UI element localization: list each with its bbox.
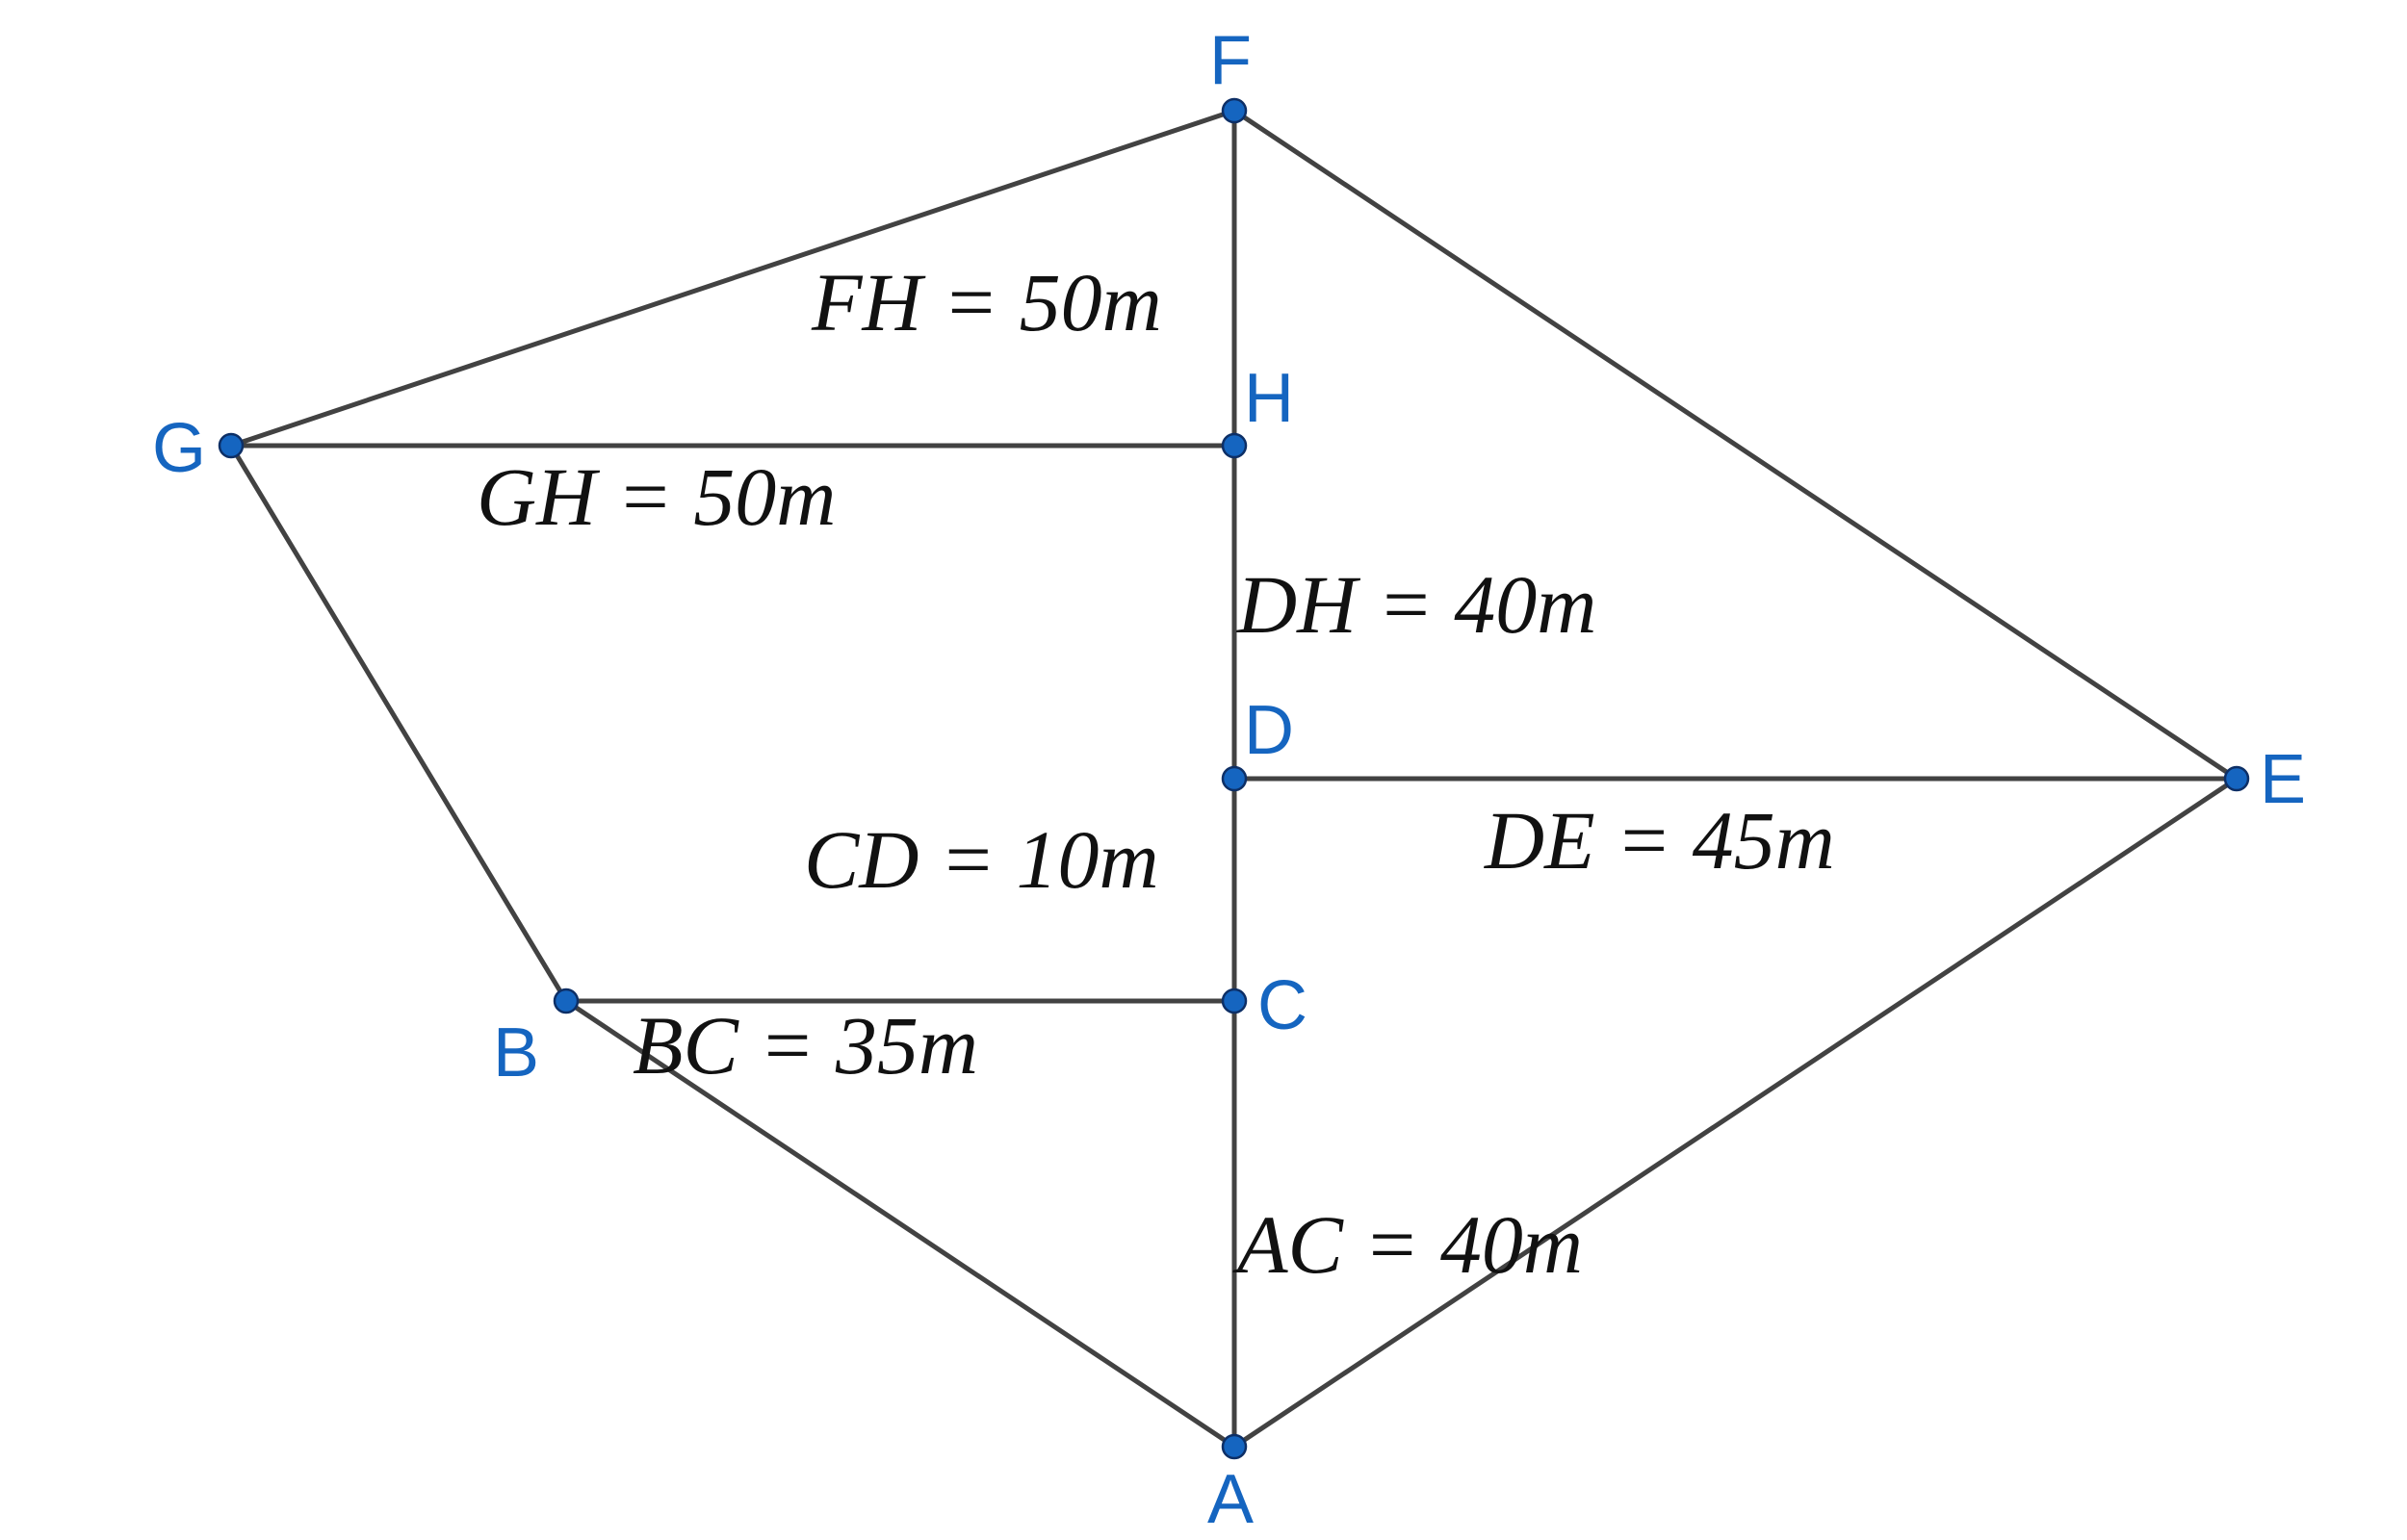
- label-c: C: [1257, 967, 1307, 1044]
- point-h: [1221, 432, 1248, 459]
- vertex-labels: F H G D E C B A: [152, 22, 2306, 1538]
- point-b: [553, 988, 580, 1014]
- label-g: G: [152, 410, 206, 487]
- measure-cd: CD = 10m: [804, 813, 1159, 906]
- measure-ac: AC = 40m: [1232, 1198, 1583, 1291]
- segment-ba: [563, 998, 1237, 1450]
- measure-fh: FH = 50m: [811, 256, 1162, 348]
- segment-gb: [228, 443, 569, 1004]
- point-e: [2223, 765, 2250, 792]
- point-g: [218, 432, 245, 459]
- point-a: [1221, 1433, 1248, 1460]
- point-c: [1221, 988, 1248, 1014]
- segment-fe: [1231, 108, 2239, 782]
- segment-fg: [228, 108, 1237, 449]
- measurement-labels: FH = 50m GH = 50m DH = 40m DE = 45m CD =…: [477, 256, 1835, 1291]
- measure-bc: BC = 35m: [633, 999, 978, 1091]
- vertex-points: [218, 97, 2250, 1460]
- label-b: B: [493, 1014, 539, 1091]
- label-a: A: [1207, 1461, 1254, 1538]
- label-f: F: [1209, 22, 1252, 99]
- measure-dh: DH = 40m: [1236, 558, 1596, 651]
- label-e: E: [2260, 741, 2306, 818]
- label-h: H: [1244, 360, 1294, 437]
- point-d: [1221, 765, 1248, 792]
- measure-de: DE = 45m: [1484, 794, 1835, 886]
- segment-ea: [1231, 776, 2239, 1450]
- label-d: D: [1244, 692, 1294, 769]
- point-f: [1221, 97, 1248, 124]
- measure-gh: GH = 50m: [477, 450, 836, 543]
